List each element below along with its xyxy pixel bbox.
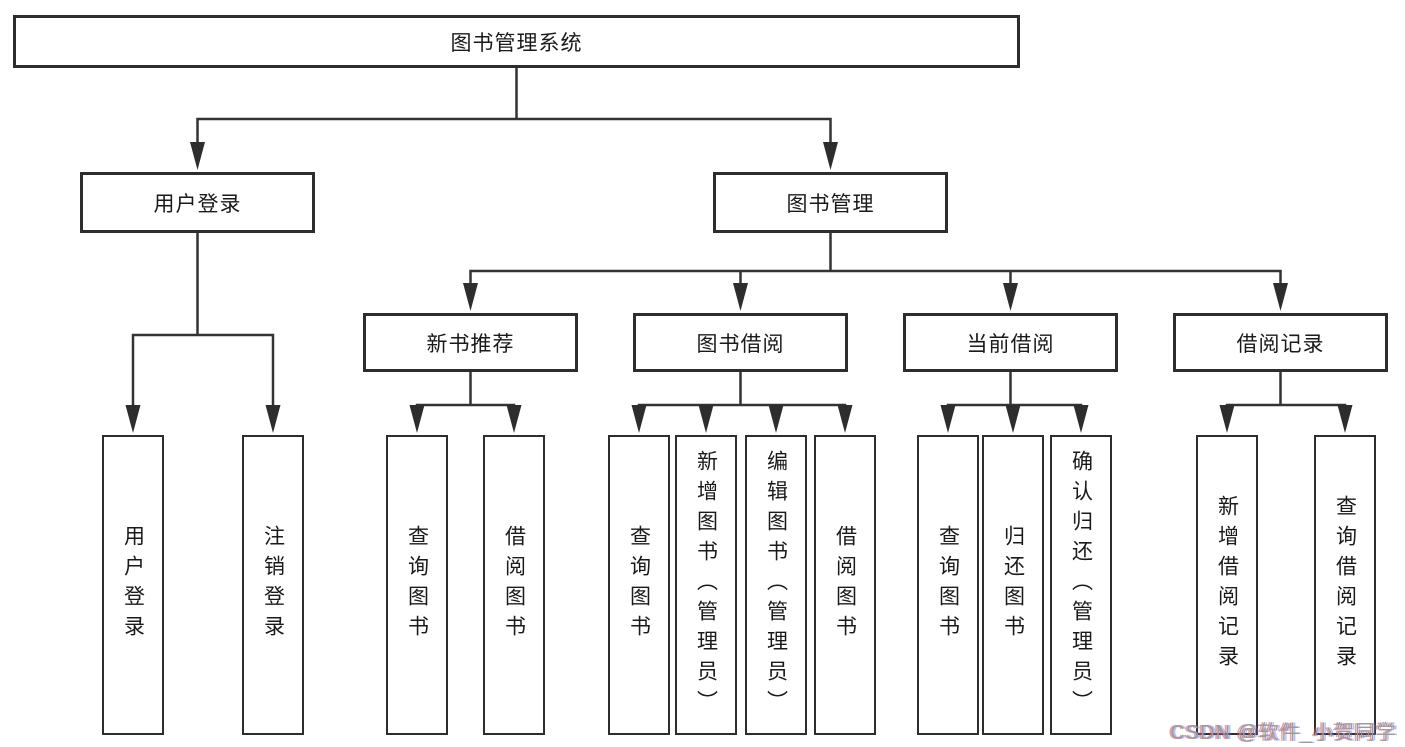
connector-newbook-to-leaves xyxy=(415,370,516,412)
node-system-root: 图书管理系统 xyxy=(13,15,1020,68)
node-label: 查询图书 xyxy=(405,525,429,645)
node-label: 用户登录 xyxy=(121,525,145,645)
leaf-query-books-recommend: 查询图书 xyxy=(386,435,448,735)
node-book-borrowing: 图书借阅 xyxy=(633,313,848,372)
node-label: 新增图书（管理员） xyxy=(694,450,718,720)
node-user-login: 用户登录 xyxy=(80,172,315,233)
node-label: 借阅记录 xyxy=(1236,332,1325,356)
connector-bookmgmt-to-level3 xyxy=(469,231,1282,289)
node-label: 查询图书 xyxy=(936,525,960,645)
node-label: 用户登录 xyxy=(153,192,242,216)
connector-userlogin-to-leaves xyxy=(131,231,275,411)
leaf-query-books-current: 查询图书 xyxy=(917,435,979,735)
node-label: 查询图书 xyxy=(627,525,651,645)
connector-borrowing-to-leaves xyxy=(637,370,847,412)
node-label: 借阅图书 xyxy=(833,525,857,645)
leaf-edit-book-admin: 编辑图书（管理员） xyxy=(745,435,807,735)
node-borrowing-records: 借阅记录 xyxy=(1173,313,1388,372)
leaf-borrow-books-borrowing: 借阅图书 xyxy=(814,435,876,735)
node-book-management: 图书管理 xyxy=(713,172,948,233)
connector-root-to-level2 xyxy=(196,66,832,148)
node-label: 借阅图书 xyxy=(502,525,526,645)
node-label: 当前借阅 xyxy=(966,332,1055,356)
leaf-add-borrow-record: 新增借阅记录 xyxy=(1196,435,1258,735)
node-label: 图书管理系统 xyxy=(450,31,583,55)
leaf-user-login: 用户登录 xyxy=(102,435,164,735)
node-label: 编辑图书（管理员） xyxy=(764,450,788,720)
leaf-confirm-return-admin: 确认归还（管理员） xyxy=(1050,435,1112,735)
node-label: 确认归还（管理员） xyxy=(1069,450,1093,720)
arrowheads xyxy=(125,142,1353,433)
leaf-logout: 注销登录 xyxy=(242,435,304,735)
node-label: 新增借阅记录 xyxy=(1215,495,1239,675)
node-label: 查询借阅记录 xyxy=(1333,495,1357,675)
node-new-book-recommendation: 新书推荐 xyxy=(363,313,578,372)
leaf-return-books: 归还图书 xyxy=(982,435,1044,735)
leaf-borrow-books-recommend: 借阅图书 xyxy=(483,435,545,735)
watermark-text: CSDN @软件_小贺同学 xyxy=(1170,722,1397,744)
node-label: 归还图书 xyxy=(1001,525,1025,645)
leaf-add-book-admin: 新增图书（管理员） xyxy=(675,435,737,735)
node-label: 图书管理 xyxy=(786,192,875,216)
connector-records-to-leaves xyxy=(1225,370,1347,412)
connector-current-to-leaves xyxy=(946,370,1083,412)
leaf-query-books-borrowing: 查询图书 xyxy=(608,435,670,735)
node-label: 图书借阅 xyxy=(696,332,785,356)
leaf-query-borrow-record: 查询借阅记录 xyxy=(1314,435,1376,735)
node-label: 新书推荐 xyxy=(426,332,515,356)
node-current-borrowing: 当前借阅 xyxy=(903,313,1118,372)
node-label: 注销登录 xyxy=(261,525,285,645)
